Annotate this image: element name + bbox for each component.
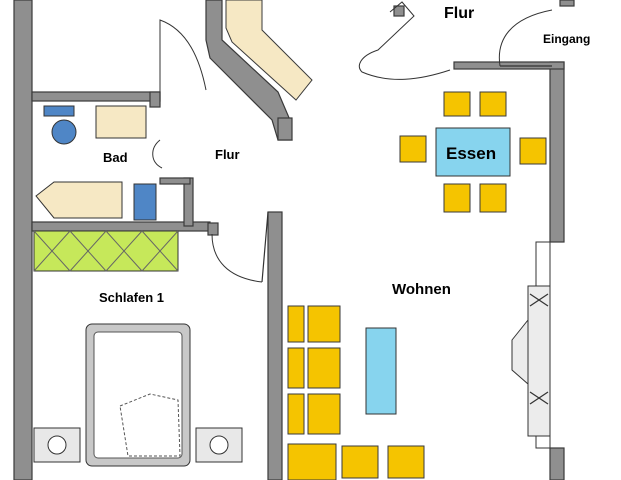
pillow [119, 393, 181, 457]
lamp-left [47, 435, 67, 455]
door-bedroom-leaf [261, 211, 269, 283]
top-left-wall [31, 91, 161, 102]
label-wohnen: Wohnen [392, 281, 451, 298]
dining-table [435, 127, 511, 177]
top-left-wall-stub [149, 91, 161, 108]
sofa-cushion [287, 305, 305, 343]
label-schlafen: Schlafen 1 [99, 290, 164, 305]
bath-bottom-wall [31, 221, 211, 232]
nightstand-right [195, 427, 243, 463]
chair [443, 183, 471, 213]
chair [399, 135, 427, 163]
chair [443, 91, 471, 117]
chair [519, 137, 547, 165]
chimney-shaft [225, 0, 313, 101]
chimney-base [277, 117, 293, 141]
right-outer-wall-bottom [549, 447, 565, 480]
sofa-cushion [307, 305, 341, 343]
label-bad: Bad [103, 150, 128, 165]
doors [152, 1, 553, 283]
bath-right-wall [183, 177, 194, 227]
wall-stub-center [207, 222, 219, 236]
sofa-cushion [287, 347, 305, 389]
door-bath-top [159, 19, 207, 105]
right-window [511, 241, 551, 449]
entrance-top-stub [559, 0, 575, 7]
chair [479, 183, 507, 213]
label-eingang: Eingang [543, 32, 590, 46]
label-essen: Essen [446, 144, 496, 163]
label-flur-mid: Flur [215, 147, 240, 162]
right-outer-wall-top [549, 61, 565, 243]
bed [33, 323, 243, 467]
sofa-cushion [341, 445, 379, 479]
coffee-table [365, 327, 397, 415]
shower [133, 183, 157, 221]
bath-shelf [43, 105, 75, 117]
sofa-cushion [287, 443, 337, 480]
washbasin [95, 105, 147, 139]
lamp-right [209, 435, 229, 455]
living-set [287, 305, 425, 480]
bedroom-wohnen-wall [267, 211, 283, 480]
dining-set [399, 91, 547, 213]
sofa-cushion [307, 347, 341, 389]
bath-right-wall-top [159, 177, 191, 185]
sofa-cushion [307, 393, 341, 435]
chair [479, 91, 507, 117]
wardrobe [33, 230, 179, 272]
toilet [51, 119, 77, 145]
door-bath-arc [152, 139, 163, 169]
bathroom-fixtures [35, 105, 157, 221]
left-outer-wall [13, 0, 33, 480]
walls [13, 0, 575, 480]
sofa-cushion [287, 393, 305, 435]
flur-top-stub [393, 5, 405, 17]
sofa-cushion [387, 445, 425, 479]
door-entrance [498, 9, 553, 67]
label-flur-top: Flur [444, 5, 474, 22]
door-flur-top [358, 1, 451, 80]
bathtub [35, 181, 123, 219]
door-bedroom [211, 233, 263, 283]
wardrobe-body [33, 230, 179, 272]
